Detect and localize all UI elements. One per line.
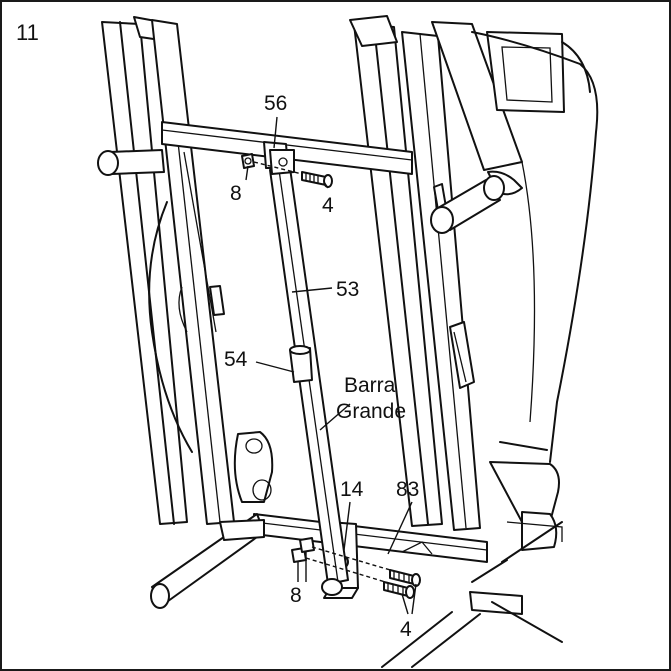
part-8-top-label: 8 [230,182,242,205]
part-14-label: 14 [340,478,364,501]
top-hardware [241,153,333,188]
right-handle [430,175,505,234]
roller-bracket [233,431,274,503]
left-upright [101,16,235,525]
base-frame [150,513,563,668]
leader-lines [245,116,417,615]
callout-line-1: Barra [344,374,396,397]
part-56-label: 56 [264,92,287,115]
part-53-label: 53 [336,278,359,301]
left-handle [97,149,165,176]
sleeve-54 [289,345,313,383]
part-83-label: 83 [396,478,419,501]
part-8-bottom-label: 8 [290,584,302,607]
part-4-top-label: 4 [322,194,334,217]
callout-line-2: Grande [336,400,406,423]
part-4-bottom-label: 4 [400,618,412,641]
part-54-label: 54 [224,348,248,371]
step-number: 11 [16,20,39,45]
treadmill-deck [489,441,560,551]
